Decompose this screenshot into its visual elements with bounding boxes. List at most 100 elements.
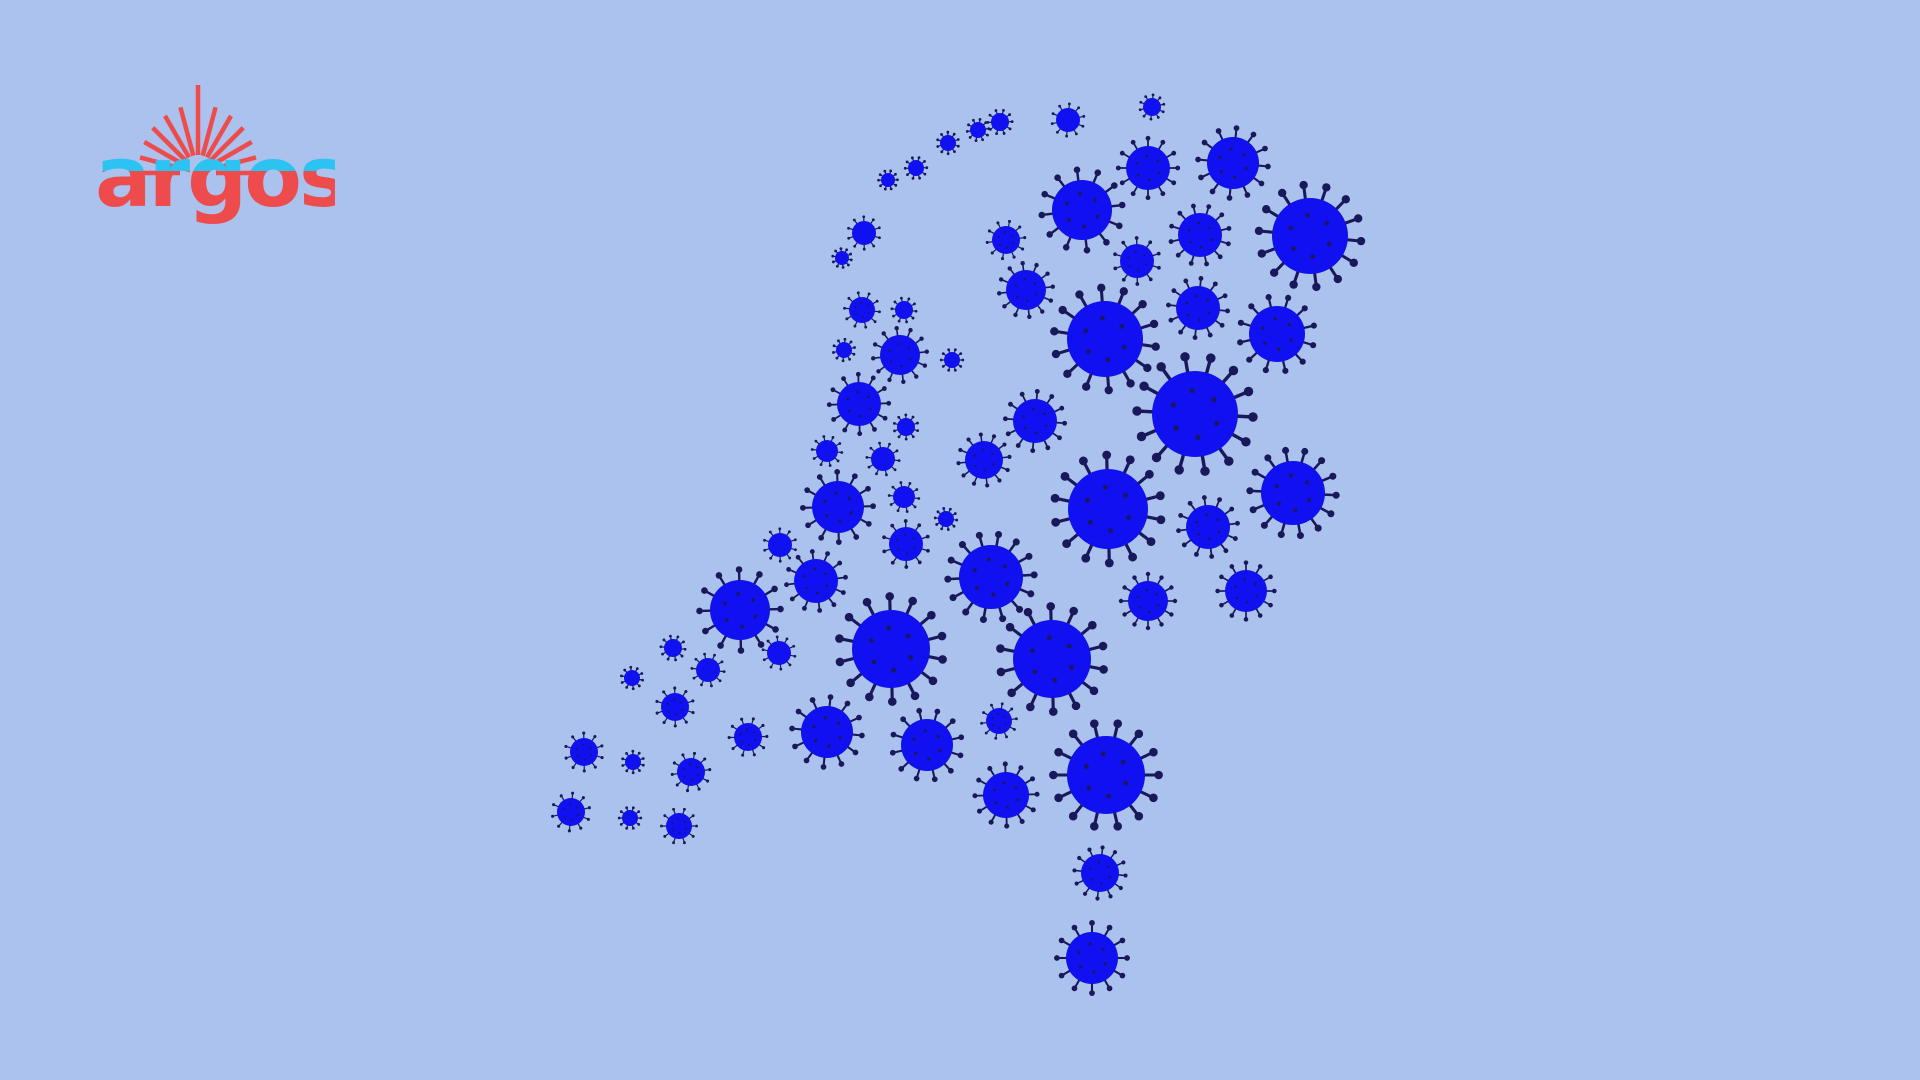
virus-spike-tip	[870, 375, 876, 381]
virus-spike-tip	[937, 631, 947, 641]
virus-dot	[746, 728, 749, 731]
virus-dot	[984, 469, 987, 472]
virus-spike-tip	[1002, 132, 1006, 135]
virus-dot	[1089, 867, 1092, 871]
virus-dot	[1029, 648, 1035, 653]
virus-spike-tip	[1149, 793, 1158, 803]
virus-spike-tip	[887, 494, 891, 497]
virus-spike-tip	[1201, 139, 1208, 146]
virus-icon	[1050, 283, 1160, 395]
virus-icon	[986, 108, 1014, 136]
virus-spike-tip	[1192, 335, 1198, 340]
virus-spike-tip	[1048, 707, 1058, 716]
virus-spike-tip	[841, 376, 846, 382]
virus-spike-tip	[1065, 134, 1069, 138]
virus-spike-tip	[1027, 314, 1032, 319]
virus-dot	[1261, 326, 1265, 330]
logo-ray	[214, 155, 257, 171]
virus-spike-tip	[559, 794, 563, 798]
virus-spike-tip	[1063, 369, 1072, 379]
virus-icon	[1050, 450, 1166, 568]
virus-spike-tip	[1034, 791, 1040, 797]
virus-dot	[1003, 781, 1006, 784]
virus-icon	[670, 751, 712, 793]
virus-body	[768, 533, 792, 557]
virus-spike-tip	[703, 757, 707, 761]
virus-spike-tip	[911, 415, 915, 419]
virus-dot	[856, 390, 859, 394]
virus-body	[871, 447, 895, 471]
virus-spike-tip	[867, 465, 871, 469]
virus-dot	[998, 243, 1001, 246]
virus-spike-tip	[691, 834, 695, 838]
virus-spike-tip	[1126, 379, 1135, 388]
virus-dot	[1016, 295, 1019, 298]
virus-dot	[678, 832, 681, 835]
virus-spike-tip	[947, 368, 951, 372]
virus-spike-tip	[1040, 309, 1045, 314]
virus-spike-tip	[996, 644, 1005, 653]
virus-spike-tip	[1181, 542, 1187, 548]
virus-body	[1225, 570, 1267, 612]
virus-spike-tip	[981, 138, 985, 142]
virus-spike-tip	[1054, 955, 1060, 961]
virus-spike-tip	[916, 429, 920, 432]
virus-spike-tip	[675, 783, 679, 787]
virus-spike-tip	[1237, 339, 1244, 346]
virus-spike-tip	[662, 690, 666, 694]
virus-spike-tip	[994, 736, 998, 740]
virus-dot	[740, 624, 744, 629]
virus-spike-tip	[967, 123, 970, 127]
virus-spike-tip	[740, 717, 744, 721]
virus-spike-tip	[1072, 868, 1077, 873]
virus-dot	[914, 752, 918, 756]
virus-spike-tip	[1237, 319, 1244, 326]
virus-dot	[589, 746, 592, 749]
virus-spike-tip	[625, 769, 629, 773]
virus-spike-tip	[1089, 990, 1095, 996]
virus-spike-tip	[965, 129, 969, 133]
virus-dot	[1043, 412, 1046, 416]
virus-dot	[812, 724, 816, 728]
virus-spike-tip	[1174, 465, 1184, 475]
virus-spike-tip	[1074, 132, 1078, 136]
virus-spike-tip	[1289, 280, 1298, 289]
virus-spike-tip	[1128, 552, 1138, 562]
virus-body	[983, 772, 1029, 818]
virus-dot	[1307, 497, 1312, 502]
virus-spike-tip	[841, 359, 845, 363]
virus-spike-tip	[1229, 506, 1235, 512]
virus-spike-tip	[1089, 686, 1099, 696]
logo-ray	[212, 140, 253, 166]
virus-dot	[1078, 191, 1082, 196]
virus-spike-tip	[621, 757, 625, 761]
virus-spike-tip	[905, 160, 909, 164]
virus-spike-tip	[990, 703, 993, 707]
virus-spike-tip	[803, 757, 810, 764]
virus-spike-tip	[1145, 571, 1151, 577]
virus-spike-tip	[695, 824, 698, 828]
virus-spike-tip	[925, 166, 929, 170]
virus-dot	[1127, 256, 1130, 259]
virus-spike-tip	[1113, 266, 1118, 271]
virus-dot	[1067, 218, 1071, 222]
virus-spike-tip	[819, 463, 823, 466]
virus-dot	[816, 591, 819, 595]
virus-spike-tip	[917, 497, 921, 500]
virus-spike-tip	[620, 674, 623, 678]
virus-spike-tip	[660, 824, 663, 828]
virus-spike-tip	[835, 264, 839, 268]
virus-spike-tip	[886, 400, 892, 406]
virus-spike-tip	[865, 485, 871, 492]
virus-dot	[867, 395, 870, 399]
virus-spike-tip	[1282, 367, 1289, 374]
virus-spike-tip	[907, 297, 911, 301]
virus-spike-tip	[1264, 454, 1272, 462]
virus-dot	[1189, 387, 1195, 394]
virus-body	[880, 335, 920, 375]
virus-spike-tip	[1139, 100, 1143, 104]
virus-dot	[562, 808, 565, 811]
virus-spike-tip	[984, 731, 988, 735]
virus-spike-tip	[1178, 513, 1184, 518]
virus-dot	[838, 736, 842, 740]
